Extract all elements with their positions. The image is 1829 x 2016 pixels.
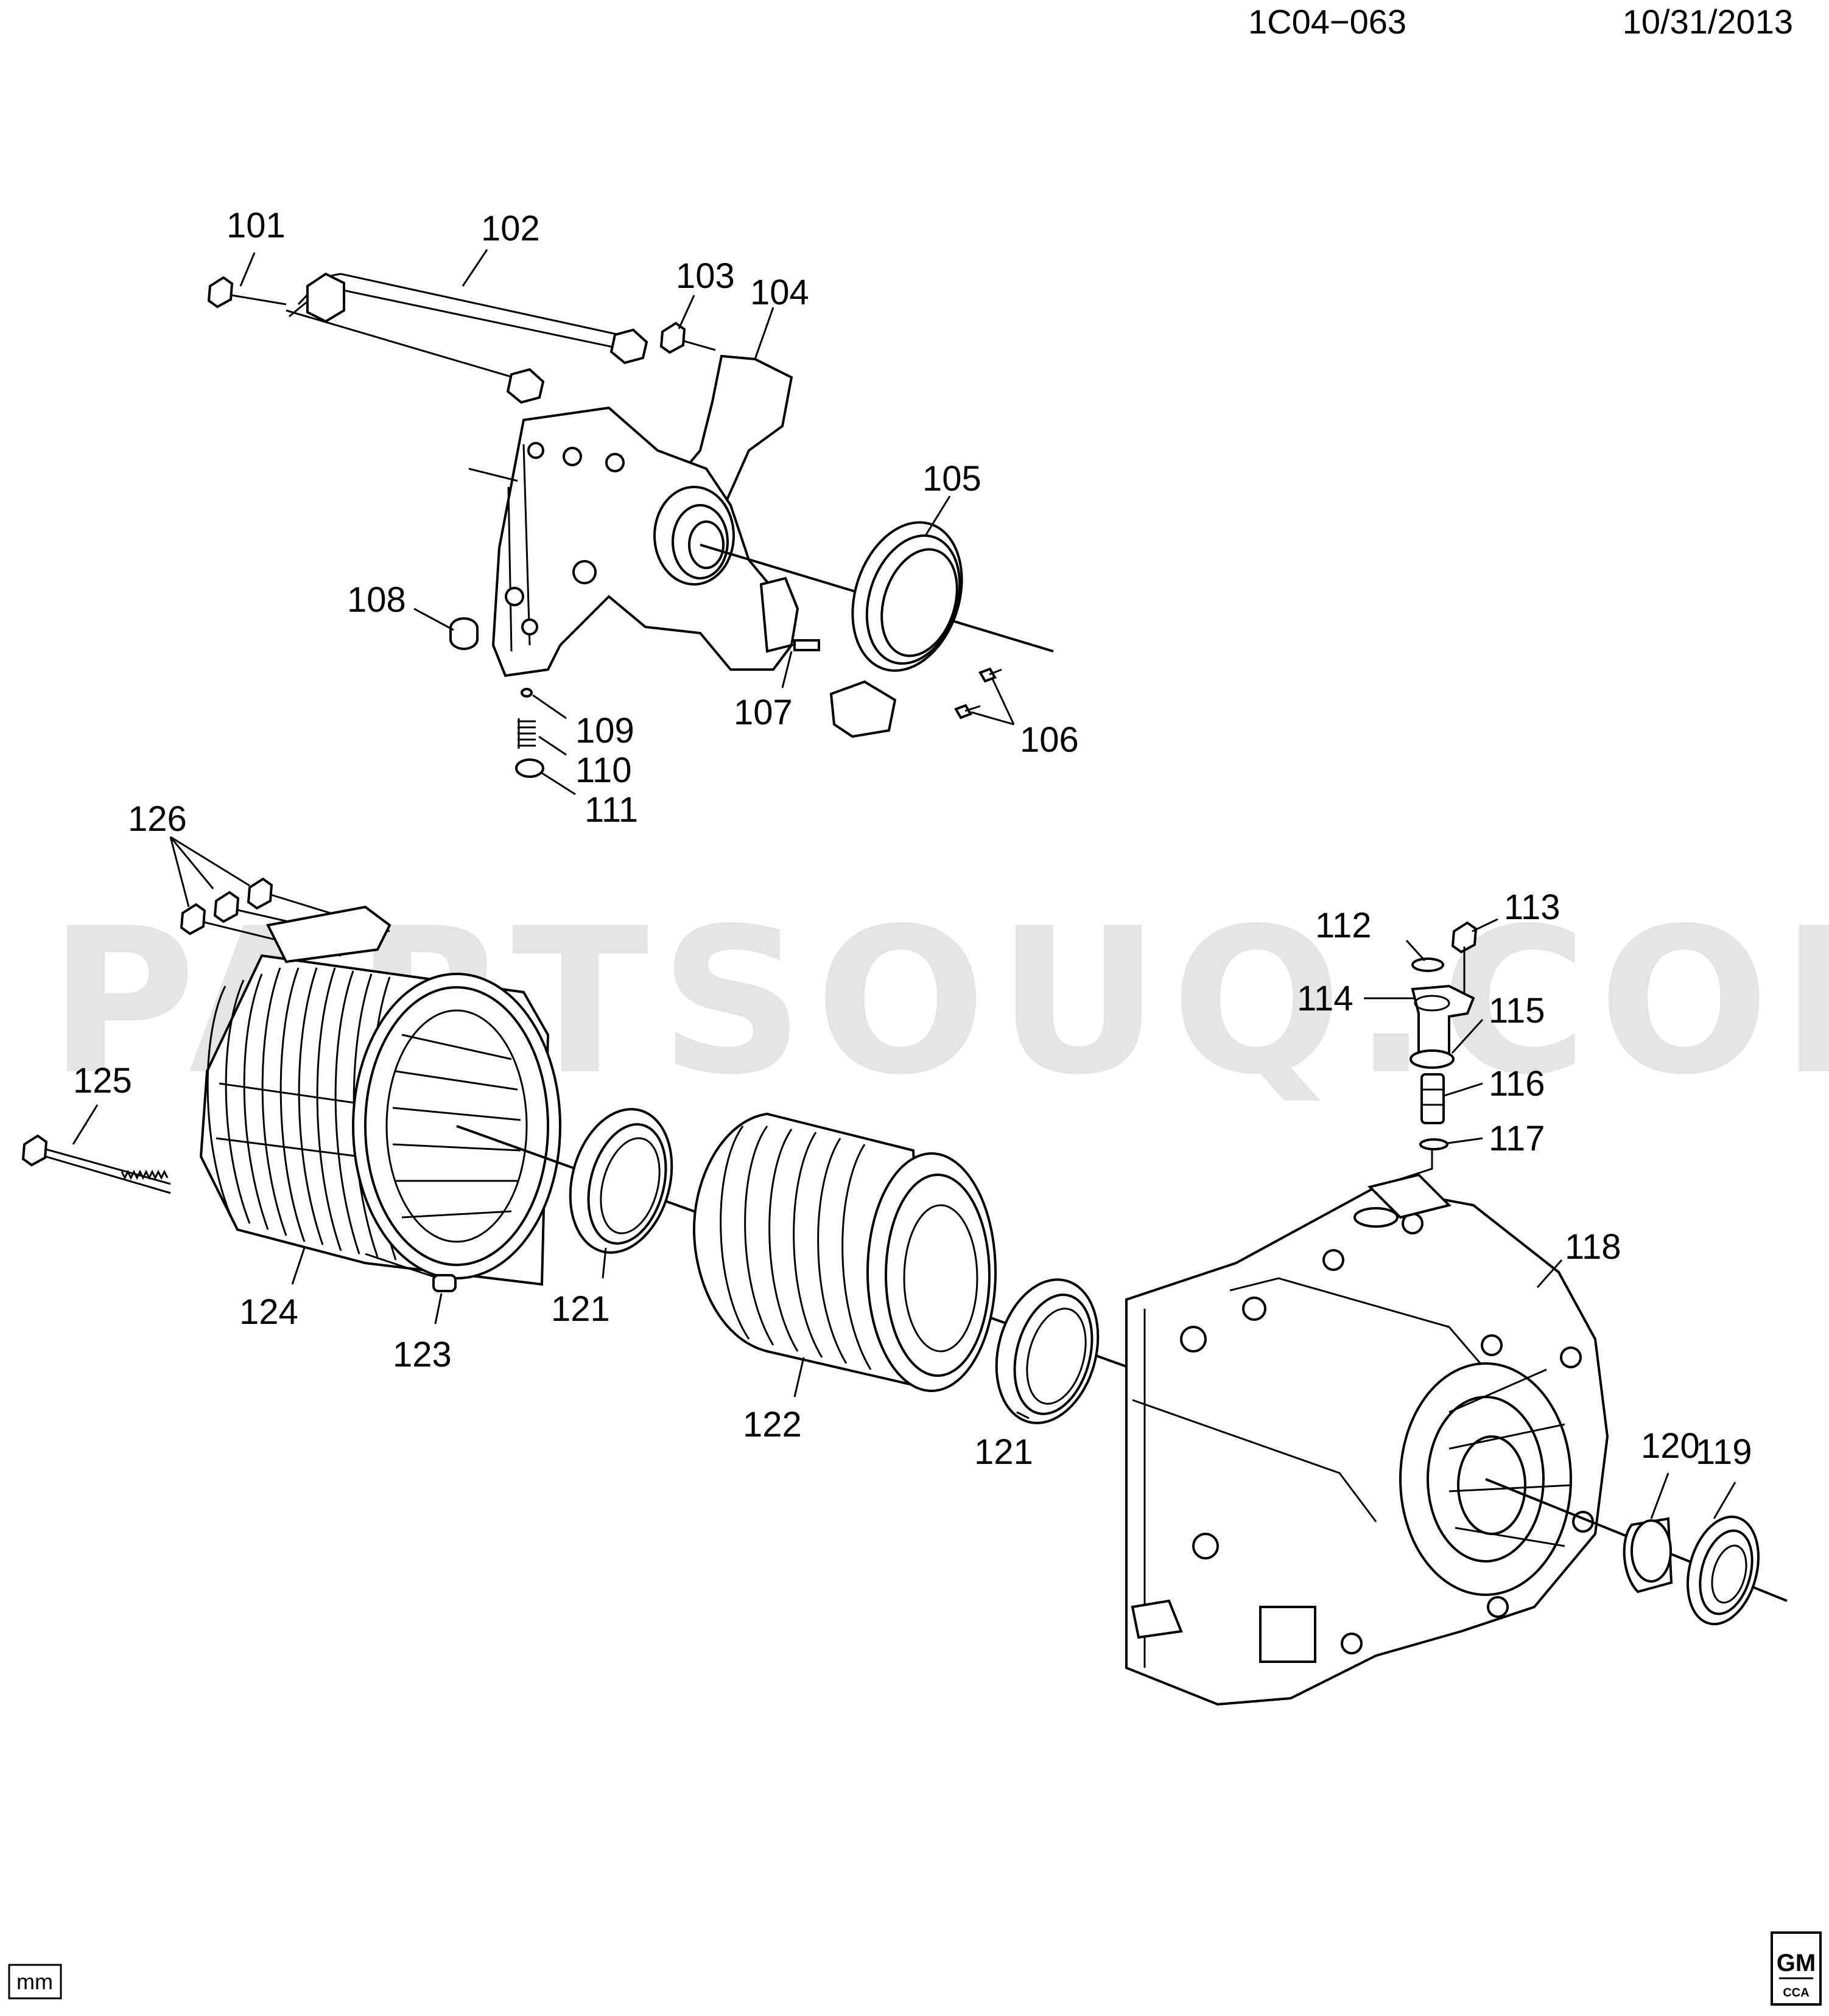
callout-106: 106 <box>1020 720 1079 760</box>
unit-badge: mm <box>8 1964 62 2000</box>
callout-126: 126 <box>128 799 187 839</box>
bushing-120 <box>1623 1517 1673 1594</box>
gm-logo: GM CCA <box>1771 1931 1822 2006</box>
tube-102 <box>286 272 648 404</box>
rotor-122 <box>692 1112 997 1392</box>
oring-115 <box>1409 1049 1455 1069</box>
callout-124: 124 <box>239 1292 298 1332</box>
spring-110 <box>518 718 536 749</box>
gm-logo-brand: GM <box>1777 1950 1816 1976</box>
seal-119 <box>1686 1515 1760 1626</box>
unit-badge-text: mm <box>16 1969 53 1994</box>
callout-117: 117 <box>1489 1119 1545 1158</box>
callout-104: 104 <box>750 273 809 312</box>
callout-116: 116 <box>1489 1064 1545 1104</box>
callout-103: 103 <box>676 256 735 296</box>
callout-118: 118 <box>1565 1227 1621 1267</box>
callout-121b: 121 <box>974 1432 1033 1472</box>
callout-121a: 121 <box>551 1289 610 1329</box>
gm-logo-sub: CCA <box>1783 1986 1809 2000</box>
callout-101: 101 <box>226 206 286 245</box>
oring-112 <box>1411 957 1444 972</box>
diagram-id: 1C04−063 <box>1248 2 1406 41</box>
leader-lines <box>72 249 1736 1519</box>
seal-121b <box>995 1278 1100 1424</box>
callout-123: 123 <box>393 1335 452 1374</box>
seal-105 <box>829 521 963 738</box>
callout-119: 119 <box>1696 1432 1752 1472</box>
callout-102: 102 <box>481 209 540 248</box>
bolt-101 <box>207 276 287 309</box>
callout-120: 120 <box>1641 1426 1700 1466</box>
callout-113: 113 <box>1504 887 1560 927</box>
valve-116 <box>1420 1073 1445 1124</box>
bolt-125 <box>21 1134 171 1194</box>
oring-117 <box>1419 1138 1448 1150</box>
callout-108: 108 <box>347 580 406 620</box>
callout-125: 125 <box>73 1061 132 1101</box>
plug-108 <box>449 617 479 650</box>
dowel-123 <box>365 1253 457 1292</box>
callout-114: 114 <box>1297 979 1353 1018</box>
callout-122: 122 <box>743 1405 802 1444</box>
callout-110: 110 <box>575 751 631 790</box>
bolt-103 <box>659 321 716 354</box>
housing-plate <box>468 406 799 677</box>
pin-107 <box>792 639 820 651</box>
callout-112: 112 <box>1315 906 1371 945</box>
diagram-date: 10/31/2013 <box>1623 2 1793 41</box>
callout-111: 111 <box>585 790 638 830</box>
bolt-113 <box>1451 921 1478 998</box>
callout-labels: 101 102 103 104 105 106 107 108 109 110 … <box>73 206 1752 1472</box>
callout-105: 105 <box>922 459 981 499</box>
seal-121a <box>569 1108 673 1254</box>
plug-111 <box>515 758 544 778</box>
callout-107: 107 <box>734 693 793 732</box>
screws-106 <box>954 667 1002 719</box>
callout-109: 109 <box>575 711 634 751</box>
ball-109 <box>521 688 533 698</box>
case-118 <box>1125 1173 1609 1706</box>
callout-115: 115 <box>1489 991 1545 1031</box>
sensor-114 <box>1411 984 1475 1057</box>
